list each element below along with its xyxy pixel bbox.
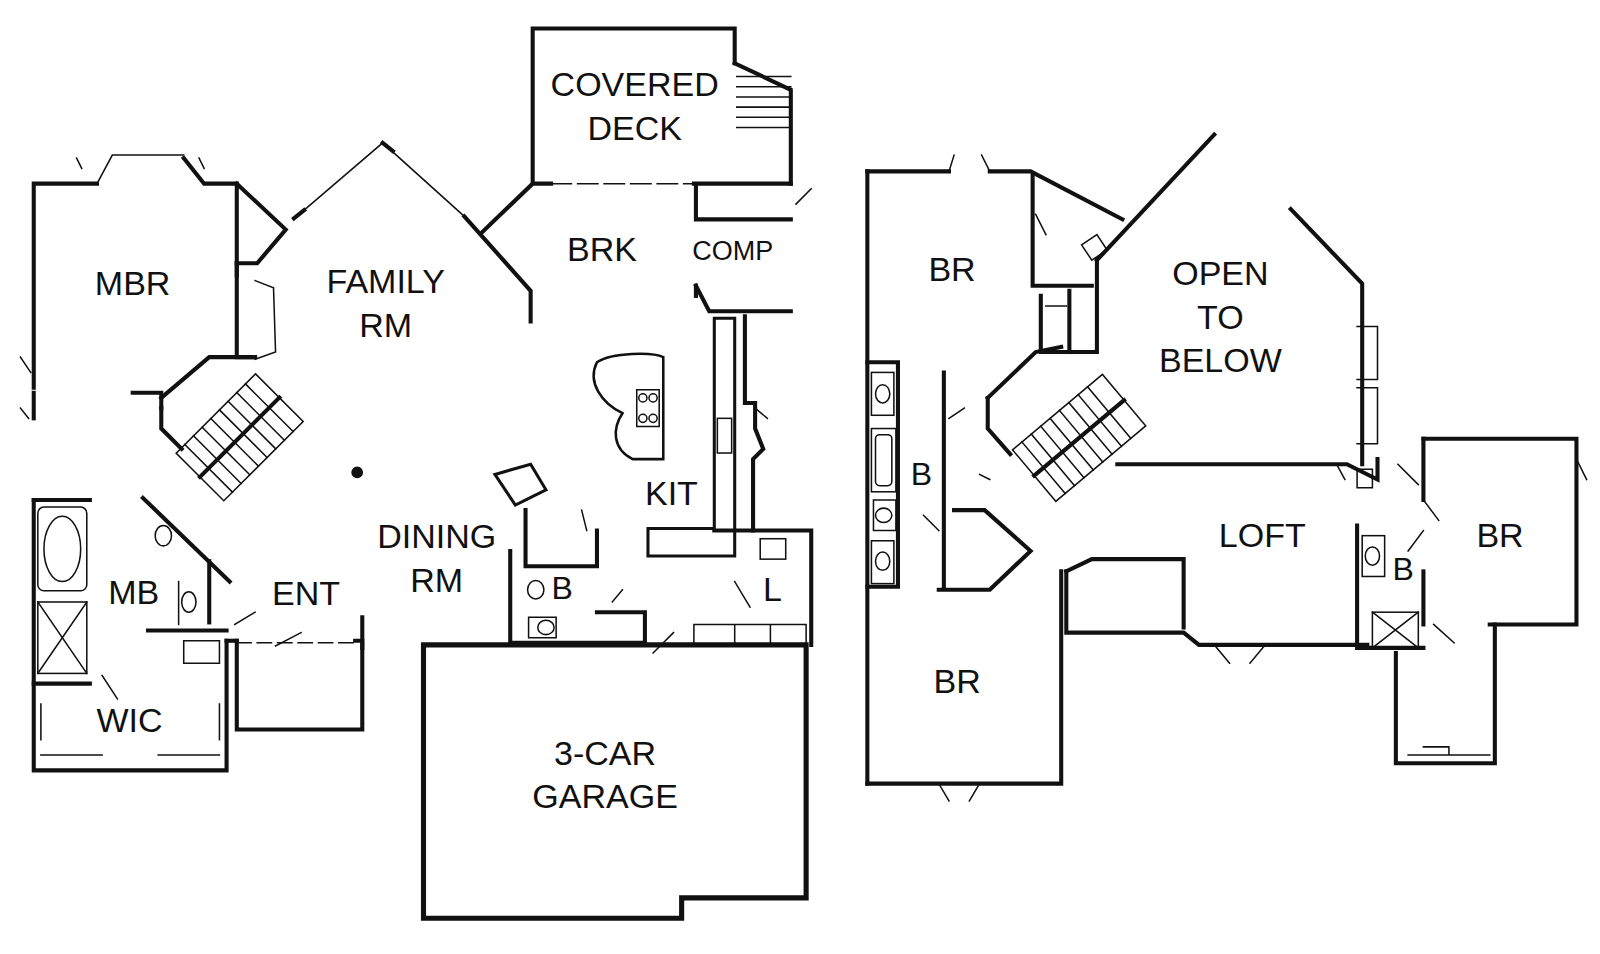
- room-label: LOFT: [1202, 514, 1322, 558]
- room-label: B: [1383, 549, 1423, 590]
- room-label: ENT: [256, 572, 356, 616]
- room-label: COMP: [683, 234, 783, 269]
- room-label: B: [901, 454, 941, 495]
- room-label: 3-CAR GARAGE: [515, 732, 695, 819]
- room-label: L: [752, 568, 792, 612]
- room-label: BRK: [542, 228, 662, 272]
- room-label: WIC: [80, 700, 180, 744]
- room-label: MB: [94, 571, 174, 615]
- room-label: FAMILY RM: [301, 261, 471, 348]
- room-label: B: [542, 567, 582, 608]
- room-label: MBR: [73, 262, 193, 306]
- room-label: COVERED DECK: [535, 64, 735, 151]
- room-label: KIT: [631, 472, 711, 516]
- room-label: BR: [1460, 514, 1540, 558]
- room-label: BR: [917, 660, 997, 704]
- room-label: BR: [912, 249, 992, 293]
- fixtures: [20, 77, 1586, 801]
- room-label: OPEN TO BELOW: [1145, 252, 1295, 383]
- room-label: DINING RM: [352, 516, 522, 603]
- walls: [34, 29, 1577, 919]
